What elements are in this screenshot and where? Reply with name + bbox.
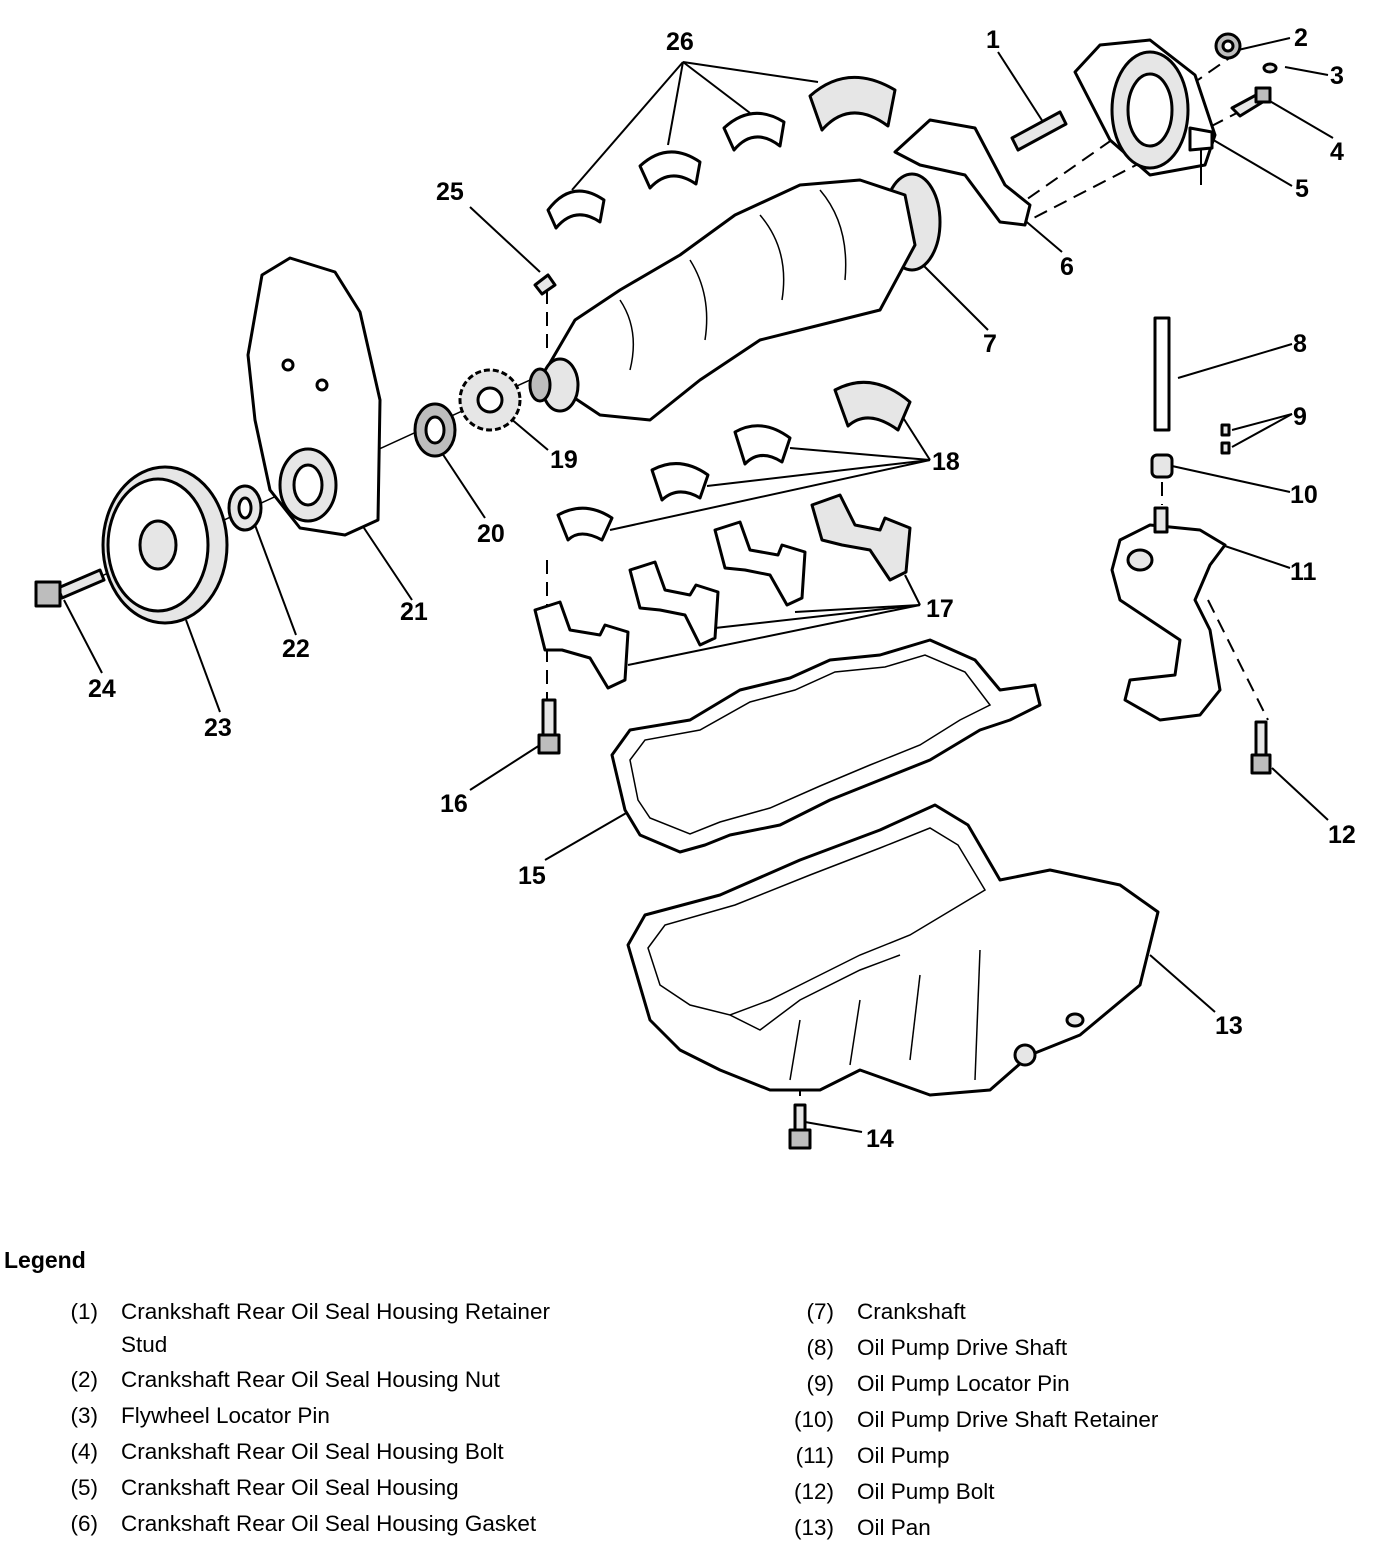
legend-right-column: (7) Crankshaft (8) Oil Pump Drive Shaft … [784,1294,1384,1546]
main-bearing-caps [533,493,912,690]
legend-item-number: (11) [795,1443,834,1468]
rear-seal-gasket [893,118,1032,227]
legend-item-text: Oil Pan [857,1515,931,1540]
leader-lines [63,37,1334,1133]
front-seal [413,402,457,458]
callout-16: 16 [440,790,468,818]
upper-main-bearings [546,76,897,230]
lower-main-bearings [556,380,912,542]
legend-item: (8) Oil Pump Drive Shaft [784,1330,1384,1366]
callout-3: 3 [1330,62,1344,90]
legend-item: (1) Crankshaft Rear Oil Seal Housing Ret… [56,1294,756,1362]
oil-pump-locator-pins [1220,423,1231,455]
legend-item-number: (4) [70,1439,99,1464]
callout-11: 11 [1290,558,1317,586]
callout-8: 8 [1293,330,1307,358]
oil-pump [1110,506,1227,722]
legend-item-text: Oil Pump Drive Shaft Retainer [857,1407,1159,1432]
callout-18: 18 [932,448,960,476]
legend-item-number: (1) [70,1299,99,1324]
callout-14: 14 [866,1125,894,1153]
legend-item: (4) Crankshaft Rear Oil Seal Housing Bol… [56,1434,756,1470]
legend-item: (11) Oil Pump [784,1438,1384,1474]
legend-item-text: Crankshaft Rear Oil Seal Housing Retaine… [121,1299,550,1357]
legend-item: (10) Oil Pump Drive Shaft Retainer [784,1402,1384,1438]
callout-22: 22 [282,635,310,663]
oil-pump-bolt [1250,720,1272,775]
legend-item-text: Oil Pump Bolt [857,1479,995,1504]
legend-item: (2) Crankshaft Rear Oil Seal Housing Nut [56,1362,756,1398]
drive-shaft-retainer [1150,453,1174,479]
callout-6: 6 [1060,253,1074,281]
legend-item-number: (3) [70,1403,99,1428]
callout-12: 12 [1328,821,1356,849]
callout-1: 1 [986,26,1000,54]
oil-pan-bolt [788,1103,812,1150]
callout-13: 13 [1215,1012,1243,1040]
legend-item-text: Oil Pump [857,1443,950,1468]
callout-4: 4 [1330,138,1344,166]
legend-item-text: Oil Pump Drive Shaft [857,1335,1068,1360]
crankshaft-balancer [101,465,229,625]
housing-retainer-stud [1010,110,1068,152]
legend-left-column: (1) Crankshaft Rear Oil Seal Housing Ret… [56,1294,756,1542]
rear-oil-seal-housing [1073,38,1217,185]
legend-item: (13) Oil Pan [784,1510,1384,1546]
housing-nut-pin-bolt [1214,32,1278,118]
legend-item: (3) Flywheel Locator Pin [56,1398,756,1434]
legend-item: (9) Oil Pump Locator Pin [784,1366,1384,1402]
callout-7: 7 [983,330,997,358]
legend-item-text: Oil Pump Locator Pin [857,1371,1070,1396]
callout-25: 25 [436,178,464,206]
legend-item-text: Flywheel Locator Pin [121,1403,330,1428]
callout-10: 10 [1290,481,1318,509]
legend-item-text: Crankshaft Rear Oil Seal Housing [121,1475,459,1500]
callout-2: 2 [1294,24,1308,52]
legend-item-number: (8) [806,1335,835,1360]
callout-26: 26 [666,28,694,56]
legend-item: (7) Crankshaft [784,1294,1384,1330]
legend-item-number: (12) [793,1479,834,1504]
callout-15: 15 [518,862,546,890]
washer [227,484,263,532]
legend-item-text: Crankshaft Rear Oil Seal Housing Bolt [121,1439,504,1464]
exploded-engine-diagram: 1 2 3 4 5 6 7 8 9 10 11 12 13 14 15 16 1… [34,24,1356,1153]
callout-23: 23 [204,714,232,742]
callout-9: 9 [1293,403,1307,431]
callout-5: 5 [1295,175,1309,203]
crankshaft [528,172,942,422]
legend-item-number: (6) [70,1511,99,1536]
legend-item: (12) Oil Pump Bolt [784,1474,1384,1510]
balancer-bolt [34,568,106,608]
legend-item-text: Crankshaft Rear Oil Seal Housing Gasket [121,1511,537,1536]
legend-item-number: (2) [70,1367,99,1392]
legend-item-number: (10) [793,1407,834,1432]
callout-21: 21 [400,598,428,626]
front-cover [246,256,382,537]
callout-labels: 1 2 3 4 5 6 7 8 9 10 11 12 13 14 15 16 1… [88,24,1356,1153]
callout-24: 24 [88,675,116,703]
legend-item-number: (9) [806,1371,835,1396]
callout-17: 17 [926,595,954,623]
crankshaft-sprocket [458,368,522,432]
legend-item: (5) Crankshaft Rear Oil Seal Housing [56,1470,756,1506]
crankshaft-key [533,273,557,296]
legend-title: Legend [4,1247,86,1273]
legend-item-number: (7) [806,1299,835,1324]
callout-20: 20 [477,520,505,548]
oil-pump-drive-shaft [1153,316,1171,432]
callout-19: 19 [550,446,578,474]
legend-item-text: Crankshaft [857,1299,966,1324]
legend-item-text: Crankshaft Rear Oil Seal Housing Nut [121,1367,500,1392]
legend-item-number: (13) [793,1515,834,1540]
legend-item: (6) Crankshaft Rear Oil Seal Housing Gas… [56,1506,756,1542]
legend-item-number: (5) [70,1475,99,1500]
oil-pan [626,803,1160,1097]
main-cap-bolt [537,698,561,755]
oil-pan-gasket [610,638,1042,854]
